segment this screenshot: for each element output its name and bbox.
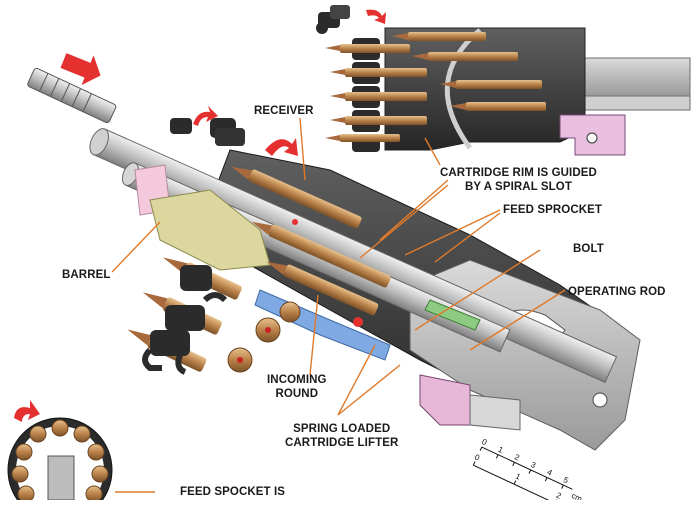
line-barrel [112, 222, 160, 272]
label-cartridge-rim-line1: CARTRIDGE RIM IS GUIDED [440, 166, 597, 180]
bolt-hole [593, 393, 607, 407]
scale-tick-label-top: 0 [480, 437, 488, 447]
rear-plate-grey [470, 395, 520, 430]
label-feed-sprocket: FEED SPROCKET [503, 203, 602, 217]
label-operating-rod: OPERATING ROD [568, 285, 666, 299]
label-spring-lifter: SPRING LOADED CARTRIDGE LIFTER [285, 422, 398, 450]
line-lifter-1 [338, 345, 375, 415]
label-incoming-round-line2: ROUND [267, 387, 327, 401]
scale-tick-label-bottom: 0 [473, 453, 481, 463]
label-receiver: RECEIVER [254, 104, 314, 118]
scale-tick-top [529, 470, 531, 474]
drum-center-slot [48, 456, 74, 500]
label-incoming-round: INCOMING ROUND [267, 373, 327, 401]
muzzle-compensator [27, 67, 117, 123]
scale-tick-top [545, 477, 547, 481]
scale-tick-top [562, 485, 564, 489]
label-barrel: BARREL [62, 268, 111, 282]
inset-spiral-slot-detail [316, 5, 690, 155]
scale-tick-bottom [473, 462, 475, 466]
scale-tick-bottom [514, 481, 516, 485]
scale-tick-label-top: 2 [513, 452, 521, 462]
label-cartridge-rim-line2: BY A SPIRAL SLOT [440, 180, 597, 194]
feed-drum [8, 400, 112, 500]
label-spring-lifter-line1: SPRING LOADED [285, 422, 398, 436]
receiver-top-links [170, 118, 245, 146]
scale-tick-label-bottom: 2 [555, 491, 563, 500]
rotation-arrow-2 [265, 138, 298, 156]
scale-tick-label-bottom: 1 [514, 472, 522, 482]
scale-tick-label-top: 3 [529, 460, 537, 470]
drum-rotation-arrow [14, 400, 40, 422]
line-incoming [310, 295, 318, 375]
label-cartridge-rim: CARTRIDGE RIM IS GUIDED BY A SPIRAL SLOT [440, 166, 597, 194]
label-spring-lifter-line2: CARTRIDGE LIFTER [285, 436, 398, 450]
scale-axis-top [482, 447, 573, 489]
marker-red-1 [353, 317, 363, 327]
scale-tick-label-top: 5 [562, 475, 570, 485]
scale-tick-label-top: 1 [497, 445, 505, 455]
scale-unit-top: cm [570, 491, 584, 500]
scale-tick-top [480, 447, 482, 451]
label-incoming-round-line1: INCOMING [267, 373, 327, 387]
label-bolt: BOLT [573, 242, 604, 256]
scale-tick-label-top: 4 [546, 468, 554, 478]
inset-sprocket-icon [316, 5, 350, 34]
scale-tick-top [513, 462, 515, 466]
inset-pivot [587, 133, 597, 143]
label-feed-spocket: FEED SPOCKET IS [180, 485, 285, 499]
marker-red-2 [292, 219, 298, 225]
line-lifter-2 [338, 365, 400, 415]
inset-rotation-arrow [366, 10, 386, 24]
scale-tick-top [496, 455, 498, 459]
